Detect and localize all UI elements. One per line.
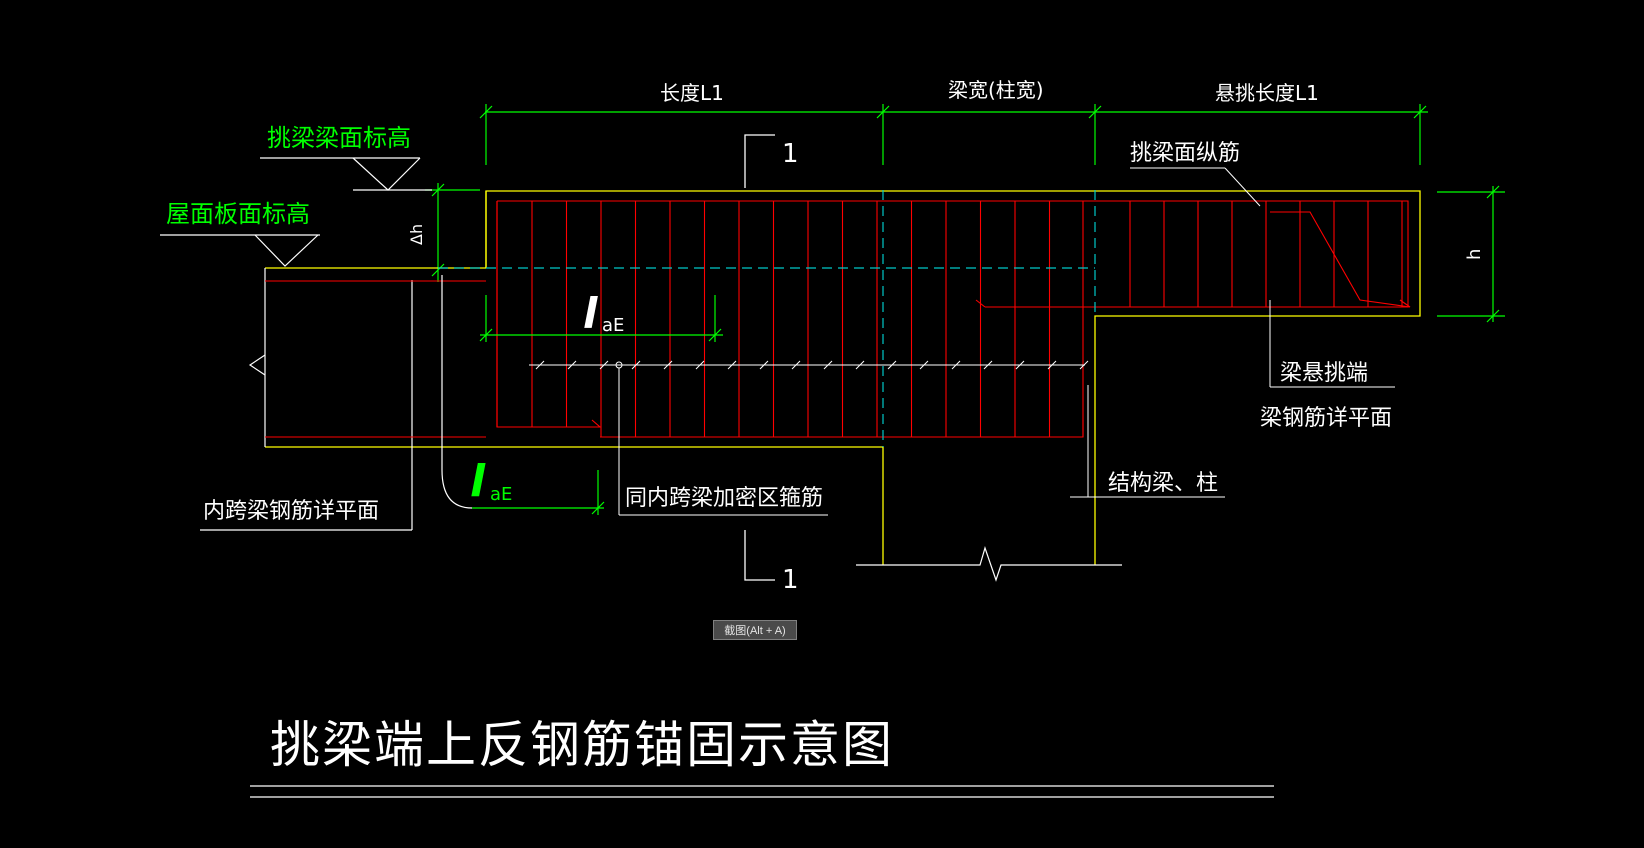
- stirrup-tick: [727, 360, 737, 370]
- elevation-label-roof: 屋面板面标高: [166, 200, 310, 228]
- title-underline: [250, 785, 1274, 798]
- stirrup-tick: [887, 360, 897, 370]
- stirrup-tick: [1015, 360, 1025, 370]
- anchorage-label-top: l aE: [583, 289, 624, 338]
- label-cantilever-end-1: 梁悬挑端: [1280, 361, 1368, 386]
- inner-span-outline: [200, 268, 413, 531]
- svg-text:l: l: [583, 289, 598, 338]
- stirrup-zone-line: [529, 360, 1089, 516]
- stirrup-tick: [599, 360, 609, 370]
- break-line: [856, 546, 1122, 582]
- stirrup-tick: [823, 360, 833, 370]
- stirrup-tick: [631, 360, 641, 370]
- h-label: h: [1464, 249, 1485, 260]
- dim-length-label: 长度L1: [660, 81, 724, 105]
- stirrup-tick: [759, 360, 769, 370]
- top-dimension-lines: [479, 104, 1428, 165]
- stirrup-tick: [535, 360, 545, 370]
- diagram-title: 挑梁端上反钢筋锚固示意图: [270, 716, 894, 774]
- delta-h-dimension: [425, 183, 480, 282]
- label-same-stirrups: 同内跨梁加密区箍筋: [625, 486, 823, 511]
- leader-lines: [1070, 167, 1395, 498]
- stirrup-tick: [695, 360, 705, 370]
- dim-beam-width-label: 梁宽(柱宽): [948, 78, 1044, 102]
- h-dimension: [1437, 185, 1505, 323]
- stirrup-tick: [951, 360, 961, 370]
- svg-text:aE: aE: [490, 484, 512, 505]
- elevation-label-cantilever: 挑梁梁面标高: [267, 124, 411, 152]
- screenshot-tooltip: 截图(Alt + A): [713, 620, 797, 640]
- stirrup-tick: [855, 360, 865, 370]
- stirrup-tick: [983, 360, 993, 370]
- rebar-cage: [265, 200, 1411, 438]
- section-mark-top: 1: [782, 139, 799, 169]
- section-mark-bottom: 1: [782, 565, 799, 595]
- dim-cantilever-length-label: 悬挑长度L1: [1215, 81, 1319, 105]
- anchor-hook: [441, 275, 473, 509]
- anchorage-label-bottom: l aE: [470, 456, 512, 507]
- svg-text:l: l: [470, 456, 486, 507]
- stirrup-tick: [663, 360, 673, 370]
- svg-text:aE: aE: [602, 315, 624, 336]
- stirrup-tick: [1079, 360, 1089, 370]
- stirrup-tick: [567, 360, 577, 370]
- center-lines: [438, 190, 1096, 447]
- label-top-rebar: 挑梁面纵筋: [1130, 141, 1240, 166]
- stirrup-tick: [791, 360, 801, 370]
- label-structure: 结构梁、柱: [1108, 471, 1218, 496]
- section-marks: [744, 134, 775, 581]
- delta-h-label: Δh: [407, 224, 426, 245]
- label-cantilever-end-2: 梁钢筋详平面: [1260, 406, 1392, 431]
- stirrup-tick: [1047, 360, 1057, 370]
- label-inner-span: 内跨梁钢筋详平面: [203, 499, 379, 524]
- anchorage-dims: [472, 295, 723, 515]
- stirrup-tick: [919, 360, 929, 370]
- elevation-marks: [160, 157, 432, 267]
